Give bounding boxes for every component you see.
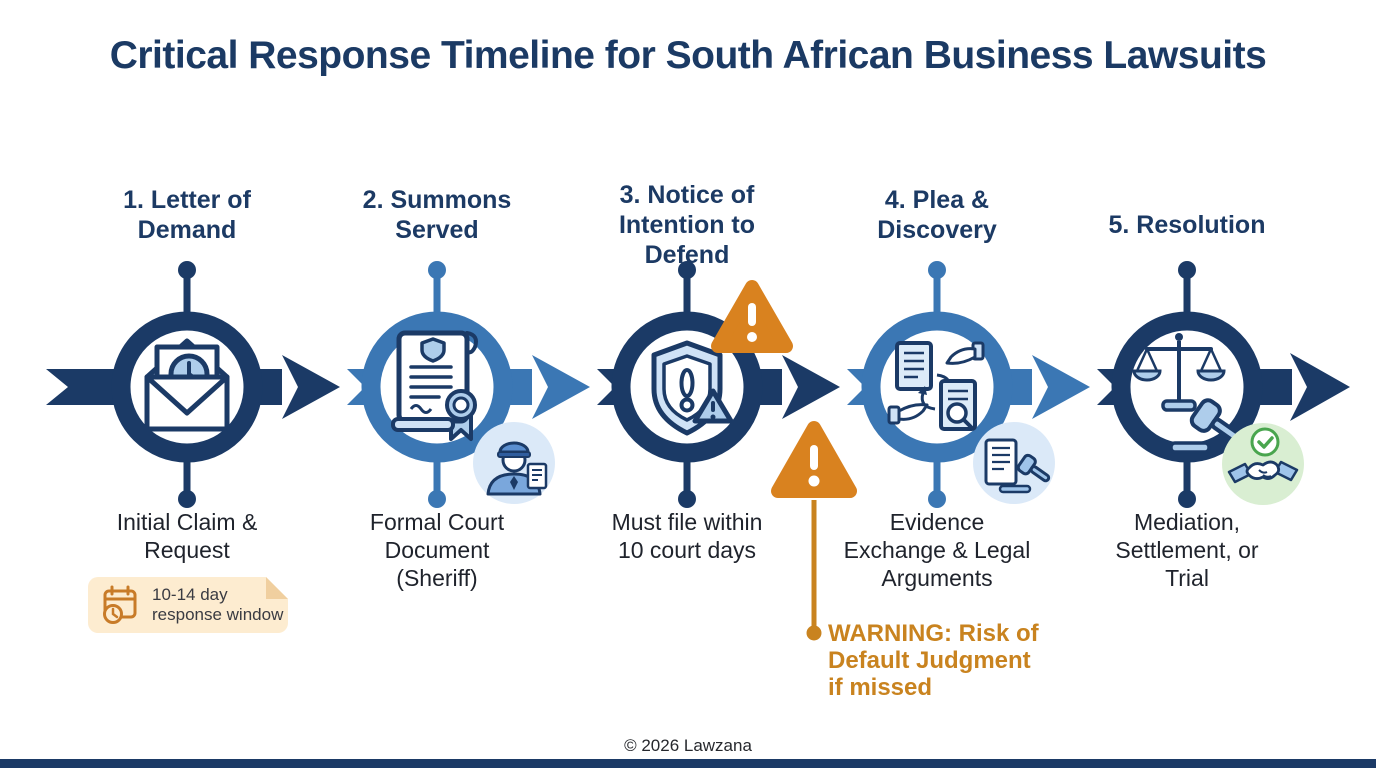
stage-3-node	[611, 261, 763, 508]
arrow-right-icon	[782, 355, 840, 419]
badge-label: 10-14 day response window	[152, 585, 284, 624]
shield-alert-icon	[651, 340, 734, 436]
stage-3-caption: Must file within 10 court days	[611, 509, 763, 563]
stage-5-title: 5. Resolution	[1108, 211, 1266, 239]
handshake-check-icon	[1227, 427, 1299, 484]
footer-credit: © 2026 Lawzana	[624, 736, 752, 755]
warning-label: WARNING: Risk of Default Judgment if mis…	[828, 620, 1039, 701]
arrow-right-icon	[532, 355, 590, 419]
stage-5-caption: Mediation, Settlement, or Trial	[1115, 509, 1259, 591]
stage-4-caption: Evidence Exchange & Legal Arguments	[843, 509, 1031, 591]
stage-1-caption: Initial Claim & Request	[116, 509, 258, 563]
response-window-badge: 10-14 day response window	[88, 577, 288, 633]
arrow-right-icon	[1032, 355, 1090, 419]
stage-5-node	[1111, 261, 1304, 508]
stage-1-node	[111, 261, 263, 508]
stage-2-satellite	[473, 422, 555, 504]
arrow-right-icon	[1290, 353, 1350, 421]
warning-connector-line	[811, 500, 817, 628]
warning-overlay	[711, 280, 857, 641]
stage-3-title: 3. Notice of Intention to Defend	[618, 181, 756, 269]
scales-gavel-icon	[1132, 333, 1242, 454]
stage-4-node	[861, 261, 1055, 508]
page-title: Critical Response Timeline for South Afr…	[109, 34, 1267, 77]
court-document-seal-icon	[391, 330, 478, 441]
stage-2-node	[361, 261, 555, 508]
bottom-bar	[0, 759, 1376, 768]
warning-dot	[806, 625, 822, 641]
document-exchange-icon	[887, 341, 985, 431]
sheriff-officer-icon	[486, 441, 548, 496]
document-gavel-icon	[984, 438, 1051, 494]
stage-4-satellite	[973, 422, 1055, 504]
envelope-clock-icon	[144, 338, 230, 432]
stage-5-satellite	[1222, 423, 1304, 505]
stage-2-caption: Formal Court Document (Sheriff)	[369, 509, 505, 591]
stage-4-title: 4. Plea & Discovery	[877, 186, 997, 244]
calendar-clock-icon	[103, 585, 137, 624]
badge-fold	[266, 577, 288, 599]
stage-1-title: 1. Letter of Demand	[123, 186, 251, 244]
stage-2-title: 2. Summons Served	[362, 186, 512, 244]
arrow-right-icon	[282, 355, 340, 419]
